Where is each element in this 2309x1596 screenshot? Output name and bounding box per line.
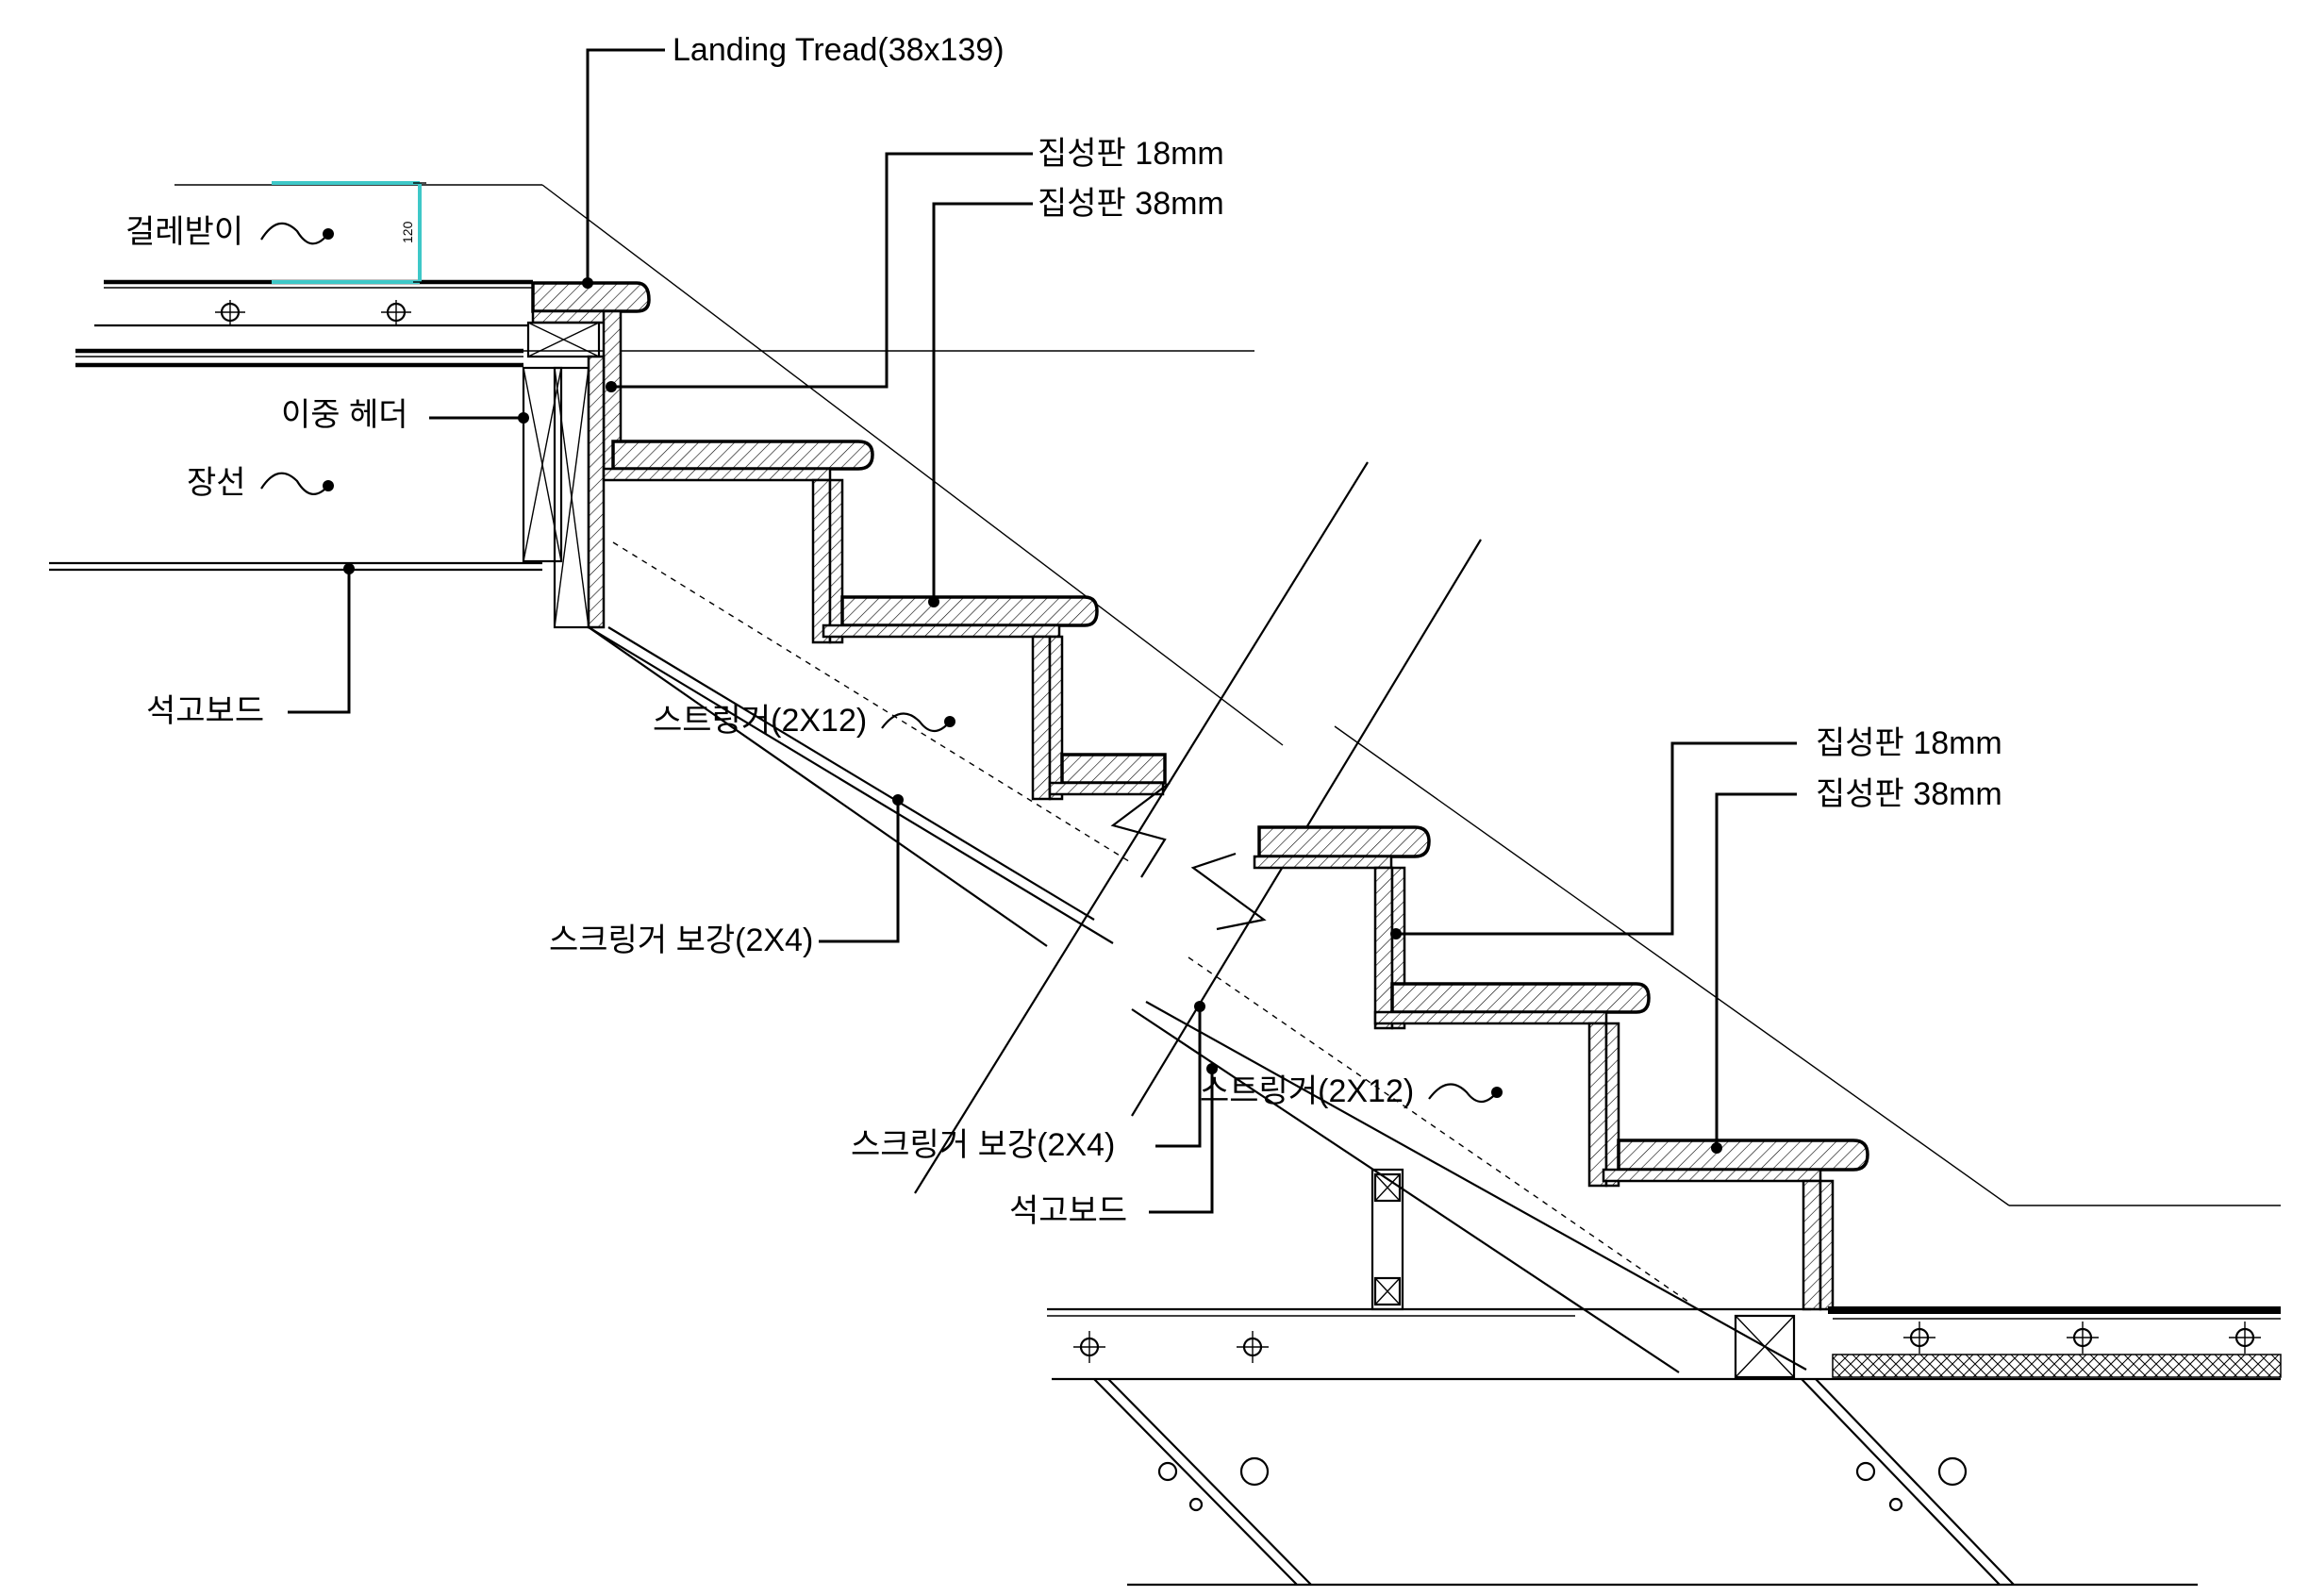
pipe-icon	[381, 300, 411, 324]
label-stringer-reinforcement-top: 스크링거 보강(2X4)	[549, 923, 813, 958]
pipe-icon	[1903, 1322, 1935, 1354]
double-header	[522, 321, 601, 629]
lower-stair-flight	[1131, 725, 2281, 1373]
upper-stair-flight	[587, 309, 1167, 947]
label-stringer-reinforcement-bottom: 스크링거 보강(2X4)	[851, 1127, 1115, 1163]
landing-tread	[531, 281, 651, 313]
label-joist: 장선	[187, 465, 246, 501]
label-plywood-18-bottom: 집성판 18mm	[1816, 725, 2002, 761]
squiggle-icon	[260, 222, 329, 245]
squiggle-icon	[260, 472, 329, 495]
pipe-icon	[2229, 1322, 2261, 1354]
label-plywood-18-top: 집성판 18mm	[1038, 136, 1224, 172]
label-plywood-38-bottom: 집성판 38mm	[1816, 776, 2002, 812]
upper-floor	[49, 184, 1284, 746]
dimension-value: 120	[400, 221, 415, 243]
label-double-header: 이중 헤더	[281, 397, 408, 433]
label-stringer-bottom: 스트링거(2X12)	[1200, 1073, 1414, 1109]
pipe-icon	[1073, 1331, 1105, 1363]
squiggle-icon	[881, 712, 951, 733]
label-baseboard: 걸레받이	[125, 214, 243, 250]
label-gypsum-bottom: 석고보드	[1009, 1193, 1127, 1229]
baseboard-dimension: 120	[272, 181, 426, 284]
pipe-icon	[2067, 1322, 2099, 1354]
pipe-icon	[215, 300, 245, 324]
label-plywood-38-top: 집성판 38mm	[1038, 186, 1224, 222]
lower-floor	[1047, 1168, 2282, 1587]
pipe-icon	[1237, 1331, 1269, 1363]
label-stringer-top: 스트링거(2X12)	[653, 703, 867, 739]
label-gypsum-top: 석고보드	[146, 693, 264, 729]
squiggle-icon	[1428, 1083, 1498, 1104]
label-landing-tread: Landing Tread(38x139)	[673, 32, 1005, 68]
